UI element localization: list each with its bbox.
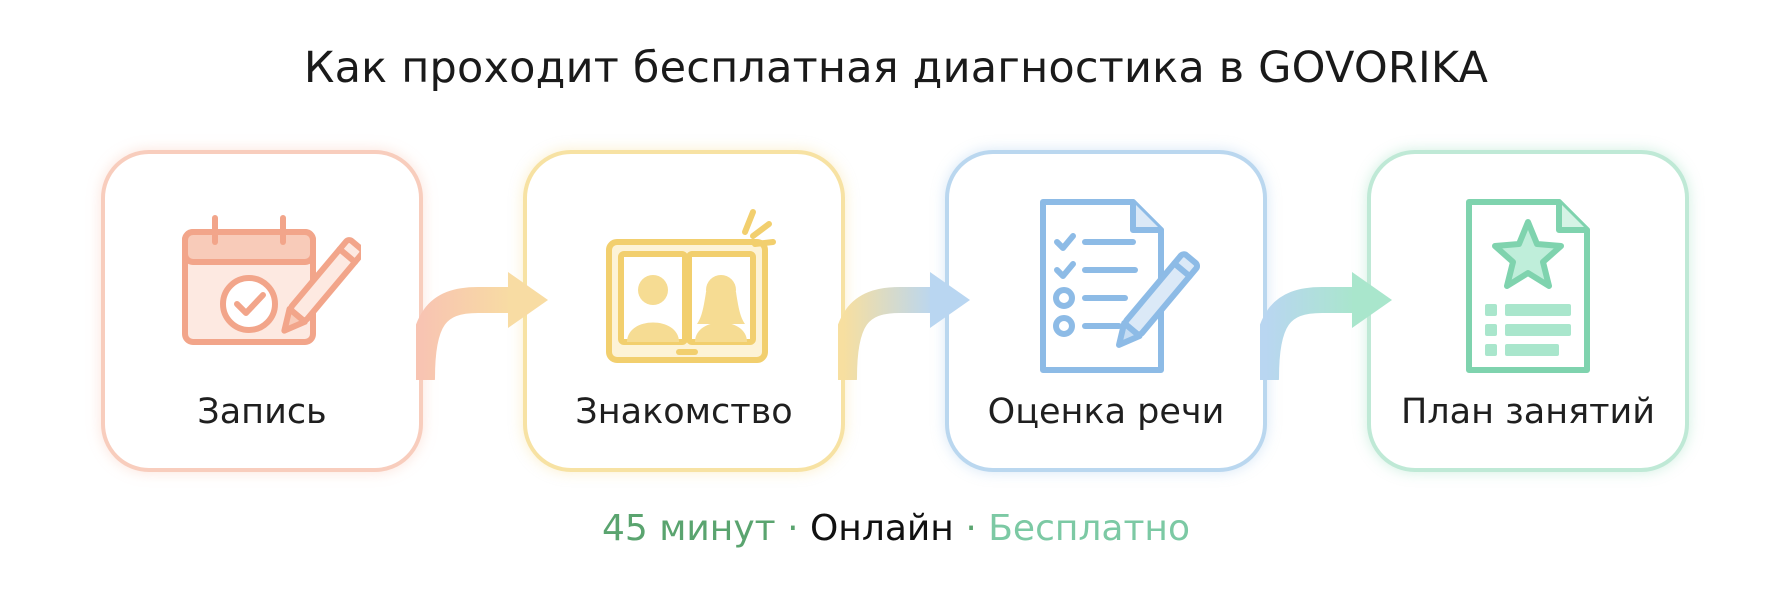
step-label: Знакомство [575,392,793,432]
step-label: Запись [197,392,327,432]
video-call-tablet-icon [606,209,776,363]
arrow-connector-2-icon [838,272,970,380]
calendar-check-pencil-icon [182,215,361,345]
separator: · [965,508,977,549]
step-card-speech-assessment: Оценка речи [945,150,1267,472]
footer-summary: 45 минут · Онлайн · Бесплатно [0,506,1792,552]
step-card-acquaintance: Знакомство [523,150,845,472]
star-document-plan-icon [1466,199,1590,373]
format-text: Онлайн [809,508,954,549]
page-title: Как проходит бесплатная диагностика в GO… [303,43,1489,93]
duration-text: 45 минут [601,508,776,549]
step-label: Оценка речи [987,392,1225,432]
step-label: План занятий [1400,392,1656,432]
checklist-pencil-icon [1040,199,1201,373]
step-card-lesson-plan: План занятий [1367,150,1689,472]
arrow-connector-1-icon [416,272,548,380]
step-card-record: Запись [101,150,423,472]
arrow-connector-3-icon [1260,272,1392,380]
price-text: Бесплатно [988,508,1190,549]
separator: · [787,508,799,549]
